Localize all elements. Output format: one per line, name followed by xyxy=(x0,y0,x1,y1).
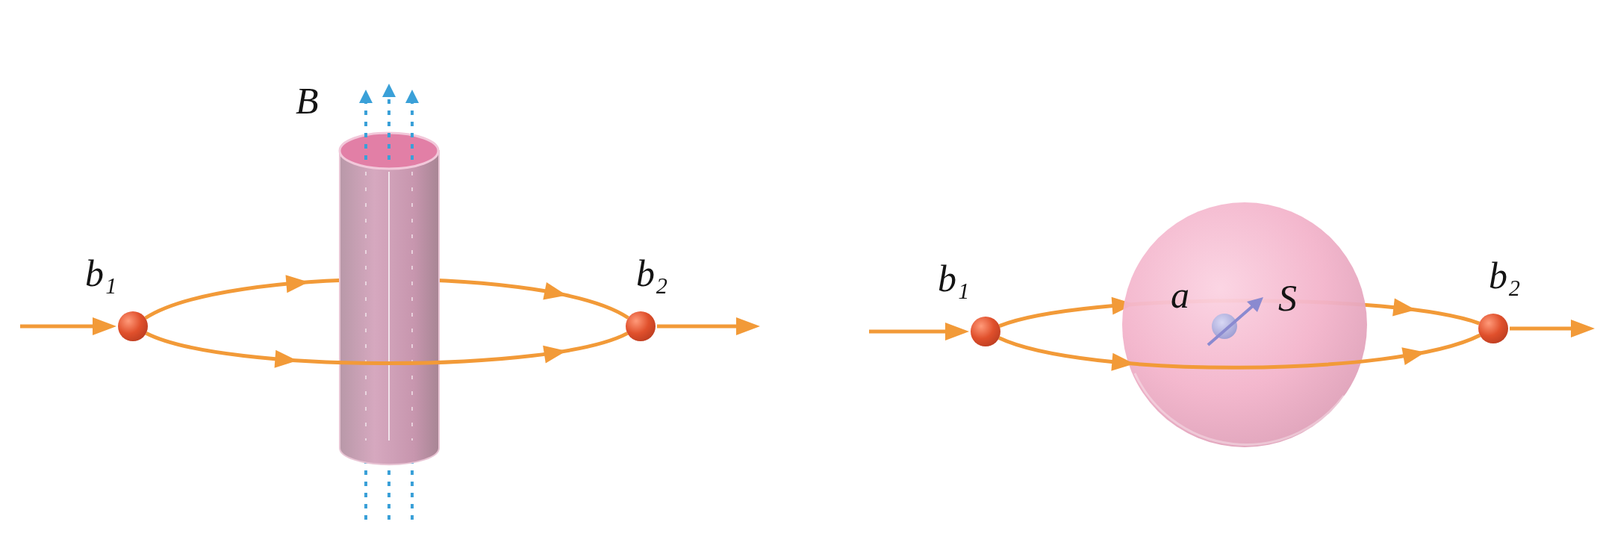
symbol-label: B⃗ xyxy=(295,80,348,122)
point-label: b₂ xyxy=(1488,255,1521,297)
symbol-label: a xyxy=(1170,274,1190,316)
arrow-head xyxy=(1110,353,1135,372)
beam-path xyxy=(998,335,1480,372)
arrow-head xyxy=(1401,347,1426,366)
point-label: b₁ xyxy=(937,258,970,300)
arrow-head xyxy=(542,345,566,364)
arrow-head xyxy=(274,350,298,369)
particle-dot: b₂ xyxy=(1478,313,1509,344)
arrow-head xyxy=(285,274,309,293)
particle-dot: b₂ xyxy=(625,311,656,342)
beam-curve xyxy=(998,335,1480,368)
beam-path xyxy=(146,332,628,369)
beam-curve xyxy=(146,332,628,363)
symbol-label: S⃗ xyxy=(1278,277,1326,319)
arrow-head xyxy=(1392,298,1416,317)
particle-dot: b₁ xyxy=(970,316,1001,347)
point-label: b₁ xyxy=(85,253,117,295)
particle-dot: b₁ xyxy=(117,311,148,342)
point-label: b₂ xyxy=(636,253,668,295)
arrow-head xyxy=(542,282,567,301)
sphere xyxy=(1122,202,1368,448)
flux-tube xyxy=(339,83,440,521)
